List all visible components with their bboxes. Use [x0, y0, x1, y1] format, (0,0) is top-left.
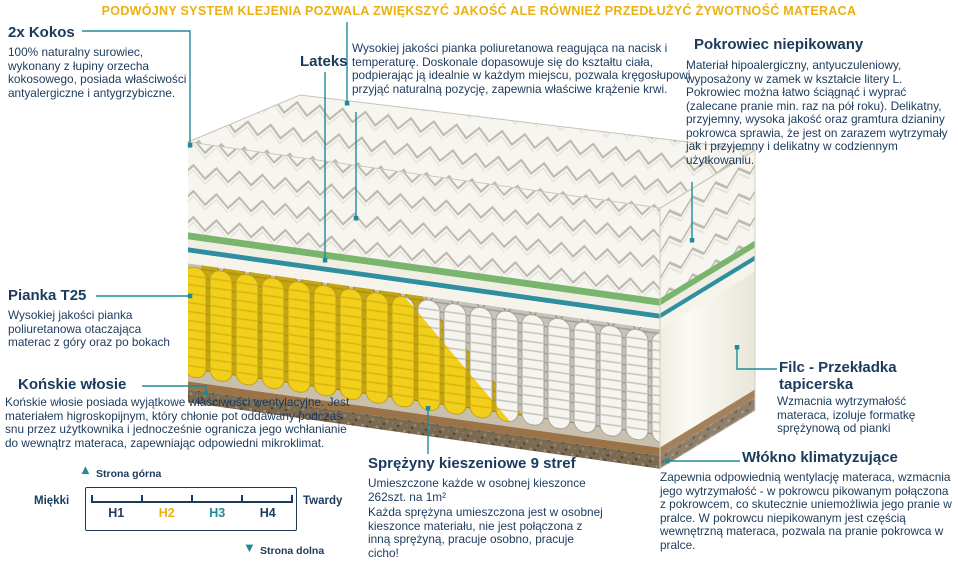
- cover-body: Materiał hipoalergiczny, antyuczuleniowy…: [686, 58, 948, 167]
- spring-region: [188, 263, 660, 448]
- felt-title: Filc - Przekładka tapicerska: [779, 359, 897, 393]
- mattress-side-panel: [659, 149, 756, 470]
- coir-bottom-layer: [188, 389, 660, 469]
- climate-fiber-title: Włókno klimatyzujące: [742, 449, 898, 466]
- hardness-h2: H2: [158, 506, 175, 520]
- callout-lines: [82, 22, 777, 462]
- callout-dots: [187, 101, 740, 464]
- felt-layer: [188, 381, 660, 456]
- soft-label: Miękki: [34, 495, 70, 507]
- memory-foam-layer: [188, 142, 660, 299]
- mattress-cross-section: [188, 142, 660, 469]
- felt-body: Wzmacnia wytrzymałość materaca, izoluje …: [777, 394, 916, 435]
- scale-tick: [91, 495, 93, 503]
- hardness-h4: H4: [259, 506, 276, 520]
- pianka-t25-title: Pianka T25: [8, 287, 87, 304]
- mattress-top-surface: [186, 94, 757, 209]
- springs-body-detail: Każda sprężyna umieszczona jest w osobne…: [368, 505, 603, 560]
- pianka-t25-body: Wysokiej jakości pianka poliuretanowa ot…: [8, 308, 170, 349]
- springs-title: Sprężyny kieszeniowe 9 stref: [368, 455, 576, 472]
- header-banner: PODWÓJNY SYSTEM KLEJENIA POZWALA ZWIĘKSZ…: [101, 4, 857, 18]
- kokos-title: 2x Kokos: [8, 24, 75, 41]
- horsehair-title: Końskie włosie: [18, 376, 127, 393]
- top-side-label: Strona górna: [96, 468, 162, 480]
- hard-label: Twardy: [303, 495, 343, 507]
- callout-line-kokos: [82, 30, 191, 145]
- springs-body-intro: Umieszczone każde w osobnej kieszonce 26…: [368, 476, 586, 504]
- kokos-layer: [188, 232, 660, 306]
- top-side-arrow-icon: ▲: [79, 462, 92, 477]
- latex-layer: [188, 239, 660, 314]
- white-pocket-springs: [402, 293, 660, 448]
- hardness-levels: H1 H2 H3 H4: [91, 506, 293, 520]
- cover-title: Pokrowiec niepikowany: [694, 36, 864, 53]
- scale-tick: [141, 495, 143, 503]
- hardness-h1: H1: [108, 506, 125, 520]
- scale-tick: [241, 495, 243, 503]
- bottom-side-label: Strona dolna: [260, 545, 325, 557]
- hardness-h3: H3: [209, 506, 226, 520]
- pocket-fabric-layer: [188, 252, 660, 330]
- climate-fiber-body: Zapewnia odpowiednią wentylację materaca…: [660, 470, 952, 552]
- scale-tick: [291, 495, 293, 503]
- scale-tick: [191, 495, 193, 503]
- lateks-title: Lateks: [300, 53, 348, 70]
- kokos-body: 100% naturalny surowiec, wykonany z łupi…: [8, 45, 187, 100]
- climate-fiber-layer: [188, 247, 660, 319]
- callout-line-felt: [736, 348, 777, 370]
- callout-line-horsehair: [142, 385, 207, 392]
- yellow-pocket-springs: [188, 263, 515, 428]
- horsehair-body: Końskie włosie posiada wyjątkowe właściw…: [5, 395, 350, 450]
- bottom-side-arrow-icon: ▼: [243, 540, 256, 555]
- memory-foam-body: Wysokiej jakości pianka poliuretanowa re…: [352, 41, 691, 96]
- hardness-scale: H1 H2 H3 H4: [85, 487, 297, 531]
